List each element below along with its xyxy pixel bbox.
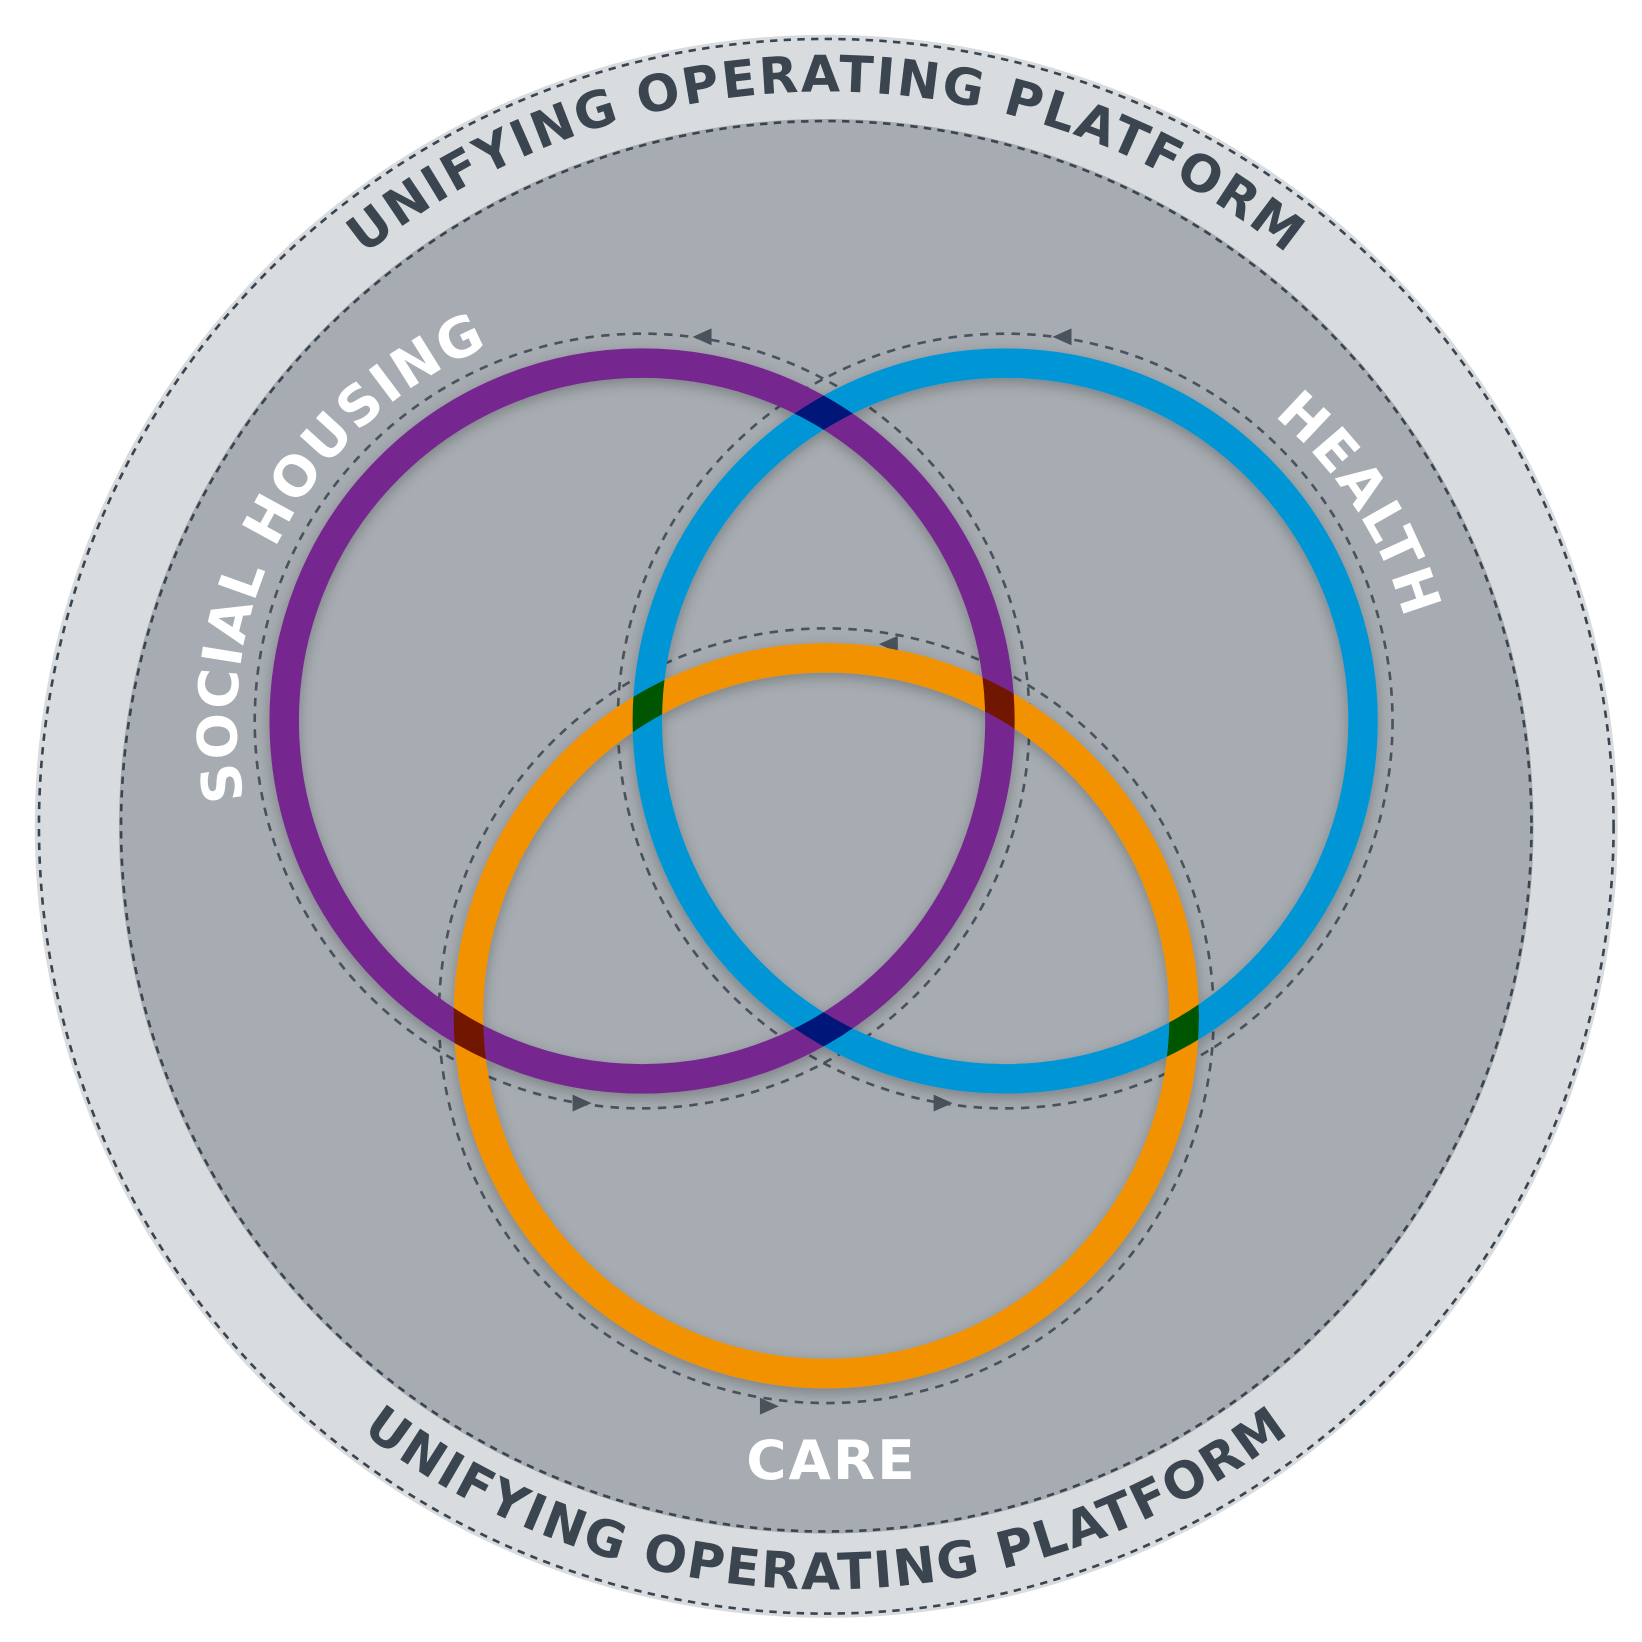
arrowhead-icon [1052,328,1072,346]
ring-social-housing [269,348,1015,1094]
label-care: CARE [746,1428,916,1492]
inner-field [118,118,1534,1534]
arrowhead-icon [692,328,712,346]
arrowhead-icon [878,635,898,653]
arrowhead-icon [572,1094,592,1112]
ring-care [453,643,1199,1389]
arrowhead-icon [933,1094,953,1112]
outer-dashed-border [37,37,1615,1615]
arrowhead-icon [759,1397,779,1415]
inner-dashed-border [119,119,1533,1533]
